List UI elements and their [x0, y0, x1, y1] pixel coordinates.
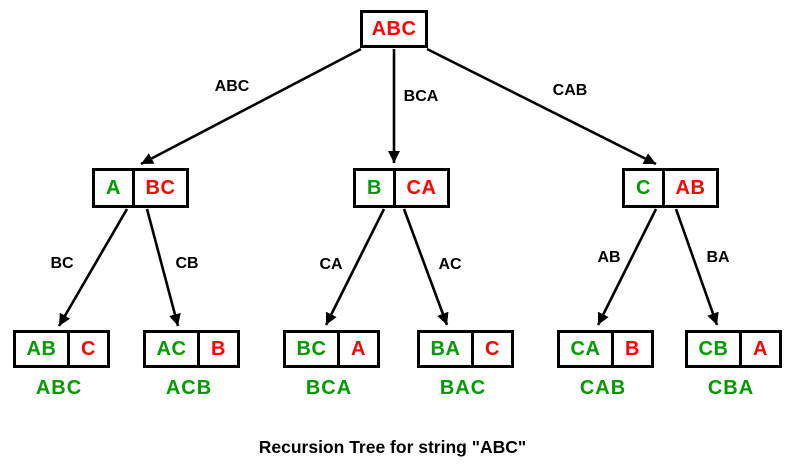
diagram-caption: Recursion Tree for string "ABC"	[258, 437, 527, 457]
edge-label-abc: ABC	[214, 78, 250, 95]
remaining-cell: A	[753, 337, 768, 360]
remaining-cell: CA	[406, 176, 437, 199]
remaining-cell: C	[485, 337, 500, 360]
edge-right-to-leaf4	[596, 208, 658, 326]
root-node: ABC	[360, 10, 428, 48]
edge-label-cb: CB	[175, 255, 199, 272]
leaf-node-bac: BA C	[417, 330, 514, 368]
permutation-label-bca: BCA	[305, 377, 353, 399]
fixed-cell: A	[95, 171, 135, 205]
root-node-label: ABC	[371, 17, 417, 40]
remaining-cell: B	[211, 337, 226, 360]
level2-node-c: C AB	[622, 168, 719, 208]
leaf-node-bca: BC A	[283, 330, 380, 368]
permutation-label-cab: CAB	[579, 377, 627, 399]
permutation-label-bac: BAC	[439, 377, 487, 399]
permutation-label-cba: CBA	[707, 377, 755, 399]
leaf-node-cba: CB A	[685, 330, 782, 368]
edge-root-to-right	[426, 47, 657, 166]
edge-left-to-leaf1	[145, 208, 181, 327]
remaining-cell: C	[81, 337, 96, 360]
edge-root-to-left	[140, 47, 362, 166]
edge-middle-to-leaf2	[324, 208, 386, 326]
permutation-label-acb: ACB	[165, 377, 213, 399]
edge-left-to-leaf0	[57, 208, 129, 327]
fixed-cell: AB	[16, 333, 70, 365]
edge-label-bca: BCA	[403, 88, 439, 105]
leaf-node-acb: AC B	[143, 330, 240, 368]
fixed-cell: C	[625, 171, 665, 205]
edge-label-cab: CAB	[552, 82, 588, 99]
level2-node-b: B CA	[353, 168, 450, 208]
fixed-cell: BA	[420, 333, 474, 365]
leaf-node-abc: AB C	[13, 330, 110, 368]
edge-label-ba: BA	[706, 249, 730, 266]
edge-label-ac: AC	[438, 256, 462, 273]
edge-middle-to-leaf3	[402, 208, 449, 326]
edge-label-ca: CA	[319, 256, 343, 273]
fixed-cell: BC	[286, 333, 340, 365]
leaf-node-cab: CA B	[557, 330, 654, 368]
fixed-cell: AC	[146, 333, 200, 365]
fixed-cell: B	[356, 171, 396, 205]
level2-node-a: A BC	[92, 168, 189, 208]
edge-label-bc: BC	[50, 255, 74, 272]
remaining-cell: AB	[675, 176, 706, 199]
remaining-cell: BC	[145, 176, 176, 199]
edge-label-ab: AB	[597, 249, 621, 266]
remaining-cell: A	[351, 337, 366, 360]
edge-right-to-leaf5	[674, 208, 719, 326]
fixed-cell: CA	[560, 333, 614, 365]
remaining-cell: B	[625, 337, 640, 360]
fixed-cell: CB	[688, 333, 742, 365]
permutation-label-abc: ABC	[35, 377, 83, 399]
